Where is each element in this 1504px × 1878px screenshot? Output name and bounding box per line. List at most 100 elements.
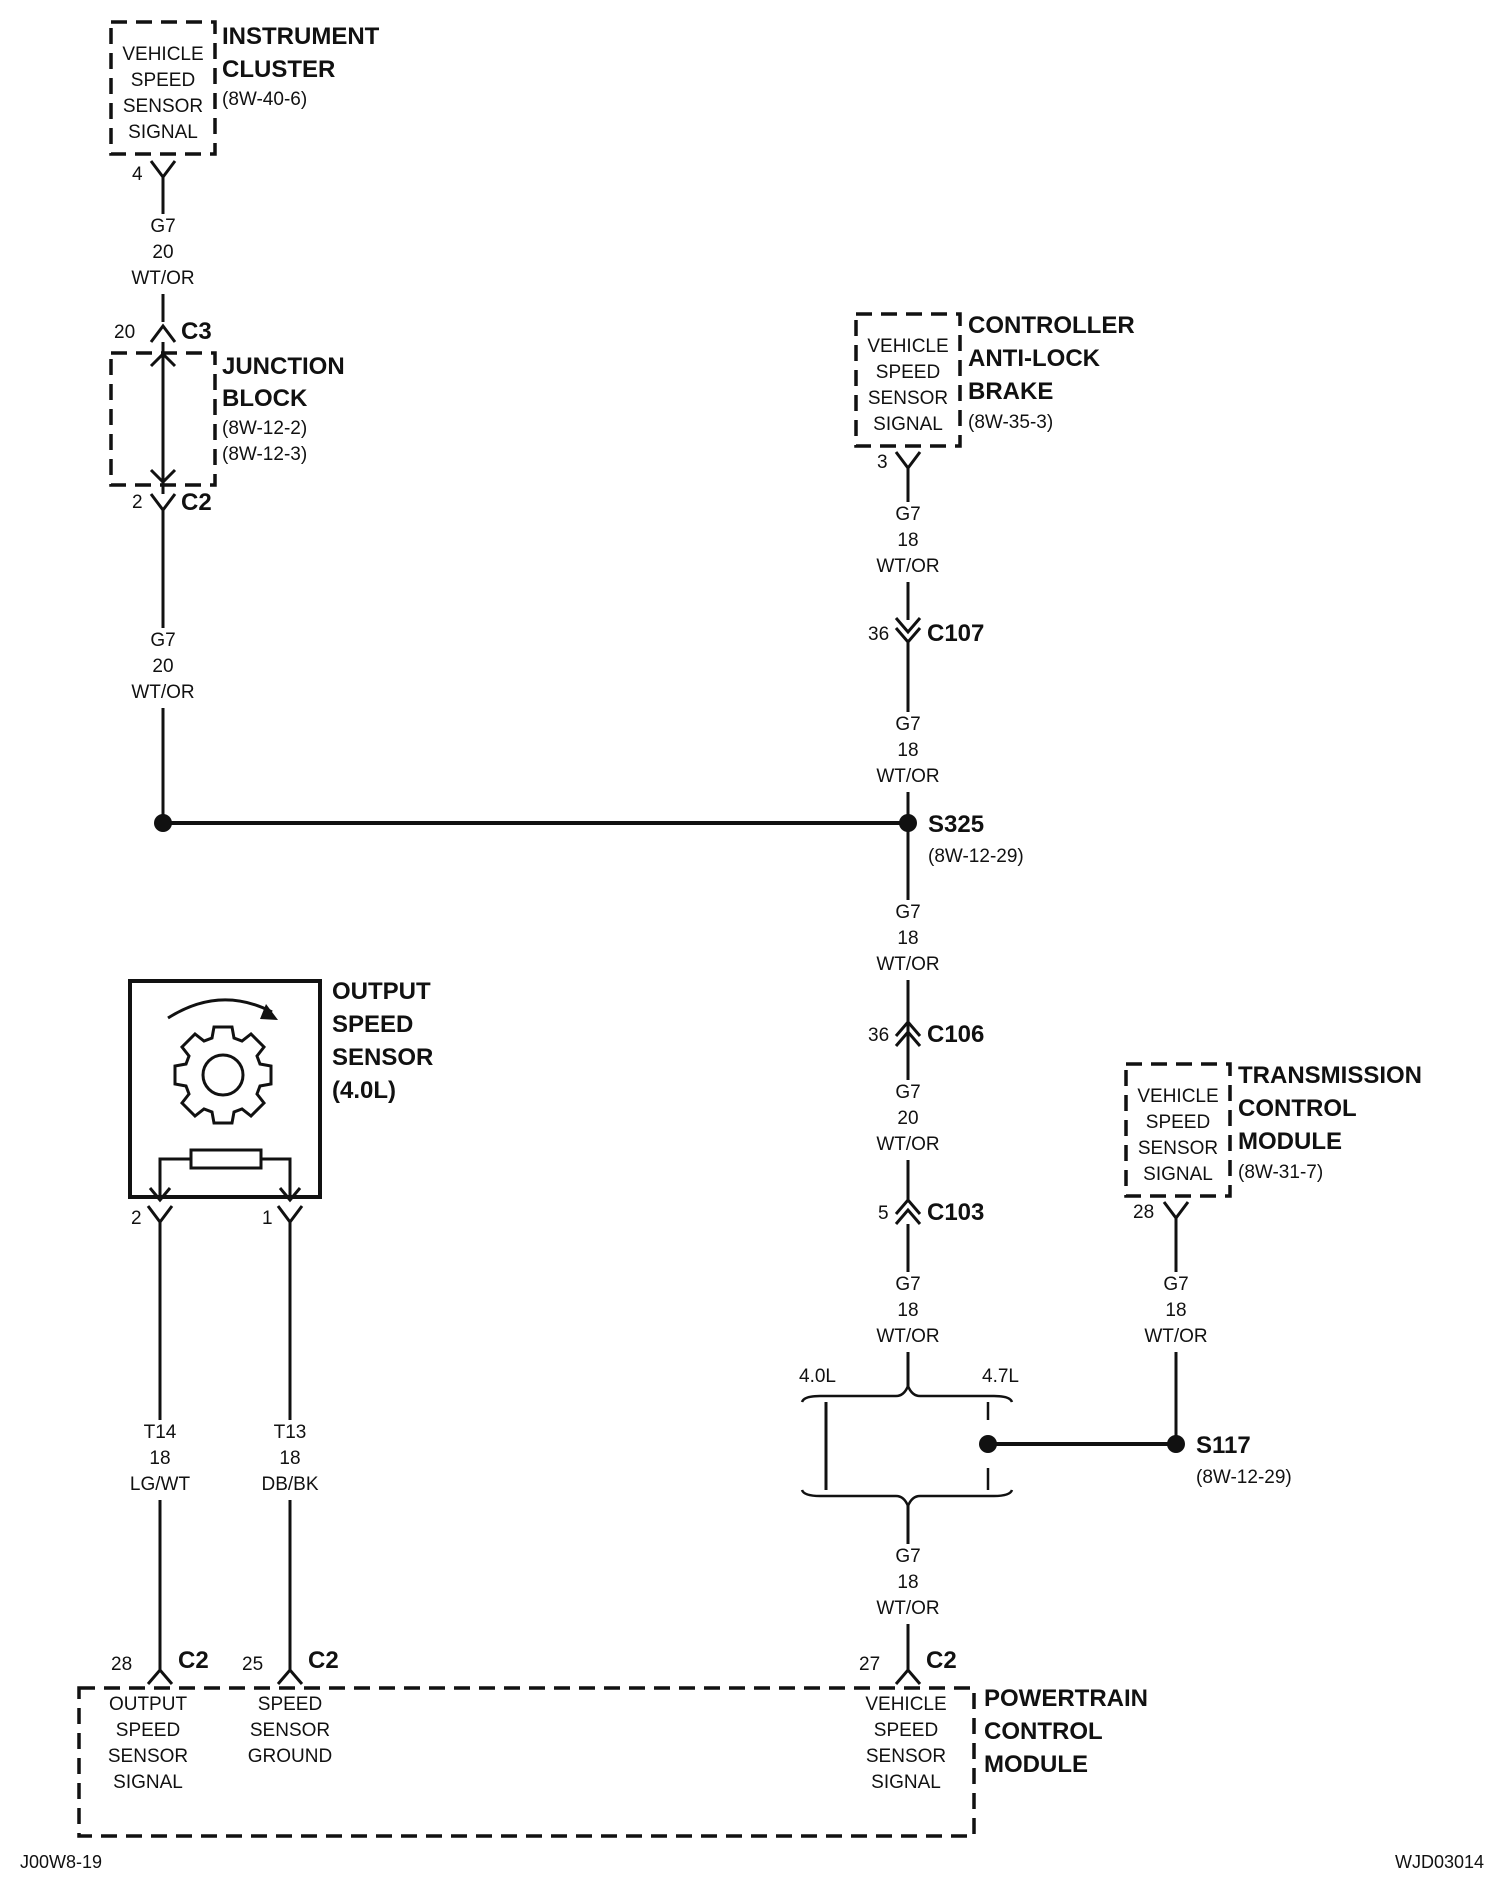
svg-text:18: 18 xyxy=(1165,1300,1186,1321)
svg-text:SENSOR: SENSOR xyxy=(250,1720,330,1741)
tcm-title-2: CONTROL xyxy=(1238,1095,1357,1122)
wire-label-c106-to-c103: G7 20 WT/OR xyxy=(868,1080,948,1160)
svg-text:G7: G7 xyxy=(895,714,920,735)
svg-text:LG/WT: LG/WT xyxy=(130,1474,191,1495)
gear-icon xyxy=(173,1025,273,1125)
oss-pin-right: 1 xyxy=(262,1208,273,1229)
abs-controller-box-line-2: SPEED xyxy=(876,362,940,383)
instrument-cluster-ref: (8W-40-6) xyxy=(222,89,307,110)
instrument-cluster-pin: 4 xyxy=(132,164,143,185)
instrument-cluster-box-line-3: SENSOR xyxy=(123,96,203,117)
tcm-title-1: TRANSMISSION xyxy=(1238,1062,1422,1089)
wire-label-oss-signal: T14 18 LG/WT xyxy=(120,1420,200,1500)
pcm-box xyxy=(77,1686,976,1838)
svg-text:C107: C107 xyxy=(927,620,984,647)
svg-text:G7: G7 xyxy=(895,1546,920,1567)
svg-text:DB/BK: DB/BK xyxy=(261,1474,318,1495)
oss-box xyxy=(128,979,322,1199)
svg-text:SENSOR: SENSOR xyxy=(108,1746,188,1767)
instrument-cluster-box-line-1: VEHICLE xyxy=(122,44,203,65)
splice-s325: S325 (8W-12-29) xyxy=(899,811,1024,867)
svg-text:C103: C103 xyxy=(927,1199,984,1226)
pcm-title-2: CONTROL xyxy=(984,1718,1103,1745)
svg-text:SIGNAL: SIGNAL xyxy=(113,1772,183,1793)
engine-option-split: 4.0L 4.7L xyxy=(799,1366,1019,1510)
instrument-cluster-box-line-2: SPEED xyxy=(131,70,195,91)
jb-top-connector: C3 xyxy=(181,318,212,345)
junction-block: 20 C3 JUNCTION BLOCK (8W-12-2) (8W-12-3)… xyxy=(109,318,345,516)
tcm-box xyxy=(1124,1062,1232,1198)
svg-text:WT/OR: WT/OR xyxy=(876,766,939,787)
tcm-female-terminal xyxy=(1162,1201,1190,1221)
svg-text:WT/OR: WT/OR xyxy=(876,1326,939,1347)
connector-c106: 36 C106 xyxy=(868,1019,984,1048)
instrument-cluster-title-2: CLUSTER xyxy=(222,56,335,83)
svg-text:18: 18 xyxy=(279,1448,300,1469)
svg-text:(8W-12-29): (8W-12-29) xyxy=(1196,1467,1292,1488)
tcm-box-line-1: VEHICLE xyxy=(1137,1086,1218,1107)
wire-label-tcm-to-s117: G7 18 WT/OR xyxy=(1136,1272,1216,1352)
abs-controller-box-line-4: SIGNAL xyxy=(873,414,943,435)
svg-text:WT/OR: WT/OR xyxy=(876,1134,939,1155)
svg-text:18: 18 xyxy=(897,530,918,551)
svg-text:C106: C106 xyxy=(927,1021,984,1048)
svg-text:T13: T13 xyxy=(274,1422,307,1443)
svg-text:SIGNAL: SIGNAL xyxy=(871,1772,941,1793)
tcm-pin: 28 xyxy=(1133,1202,1154,1223)
svg-text:18: 18 xyxy=(897,1572,918,1593)
sensor-resistor-icon xyxy=(189,1148,263,1170)
instrument-cluster-title-1: INSTRUMENT xyxy=(222,23,380,50)
abs-controller-title-3: BRAKE xyxy=(968,378,1053,405)
svg-text:WT/OR: WT/OR xyxy=(1144,1326,1207,1347)
wire-label-ic-to-jb: G7 20 WT/OR xyxy=(128,214,198,294)
abs-controller-pin: 3 xyxy=(877,452,888,473)
jb-bottom-female-terminal xyxy=(149,493,177,513)
svg-text:VEHICLE: VEHICLE xyxy=(865,1694,946,1715)
pcm-pin-27: 27 xyxy=(859,1654,880,1675)
pcm-pin-27-connector: C2 xyxy=(926,1647,957,1674)
jb-internal-arrow-down xyxy=(149,468,177,485)
jb-title-2: BLOCK xyxy=(222,385,308,412)
svg-text:WT/OR: WT/OR xyxy=(876,954,939,975)
svg-text:SPEED: SPEED xyxy=(116,1720,180,1741)
svg-text:SENSOR: SENSOR xyxy=(866,1746,946,1767)
svg-text:WT/OR: WT/OR xyxy=(876,1598,939,1619)
wire-label-jb-to-s325: G7 20 WT/OR xyxy=(128,628,198,708)
wire-label-abs-to-c107: G7 18 WT/OR xyxy=(868,502,948,582)
instrument-cluster-box-line-4: SIGNAL xyxy=(128,122,198,143)
svg-text:18: 18 xyxy=(897,928,918,949)
svg-text:WT/OR: WT/OR xyxy=(131,268,194,289)
connector-c103: 5 C103 xyxy=(878,1197,984,1226)
pcm-pin-25: 25 xyxy=(242,1654,263,1675)
option-top-brace xyxy=(800,1382,1014,1403)
instrument-cluster: VEHICLE SPEED SENSOR SIGNAL INSTRUMENT C… xyxy=(109,20,380,196)
oss-title-1: OUTPUT xyxy=(332,978,431,1005)
abs-controller-title-2: ANTI-LOCK xyxy=(968,345,1101,372)
svg-text:(8W-12-29): (8W-12-29) xyxy=(928,846,1024,867)
rotation-arrowhead-icon xyxy=(260,1004,278,1020)
oss-title-4: (4.0L) xyxy=(332,1077,396,1104)
jb-bottom-pin: 2 xyxy=(132,492,143,513)
footer-right-code: WJD03014 xyxy=(1395,1852,1484,1872)
abs-controller-box-line-3: SENSOR xyxy=(868,388,948,409)
jb-top-male-terminal xyxy=(149,323,177,343)
output-speed-sensor: OUTPUT SPEED SENSOR (4.0L) 2 1 xyxy=(128,978,433,1229)
wire-label-c107-to-s325: G7 18 WT/OR xyxy=(868,712,948,792)
svg-text:G7: G7 xyxy=(895,1082,920,1103)
svg-text:G7: G7 xyxy=(150,630,175,651)
wire-label-option-to-pcm: G7 18 WT/OR xyxy=(868,1544,948,1624)
svg-text:20: 20 xyxy=(152,242,173,263)
footer-left-code: J00W8-19 xyxy=(20,1852,102,1872)
svg-text:WT/OR: WT/OR xyxy=(876,556,939,577)
connector-c107: 36 C107 xyxy=(868,617,984,647)
abs-controller-box xyxy=(854,312,962,448)
svg-text:5: 5 xyxy=(878,1203,889,1224)
svg-text:S325: S325 xyxy=(928,811,984,838)
instrument-cluster-female-terminal xyxy=(149,160,177,196)
pcm-pin-28: 28 xyxy=(111,1654,132,1675)
pcm-title-3: MODULE xyxy=(984,1751,1088,1778)
svg-text:18: 18 xyxy=(149,1448,170,1469)
tcm-box-line-4: SIGNAL xyxy=(1143,1164,1213,1185)
tcm-ref: (8W-31-7) xyxy=(1238,1162,1323,1183)
svg-text:18: 18 xyxy=(897,740,918,761)
